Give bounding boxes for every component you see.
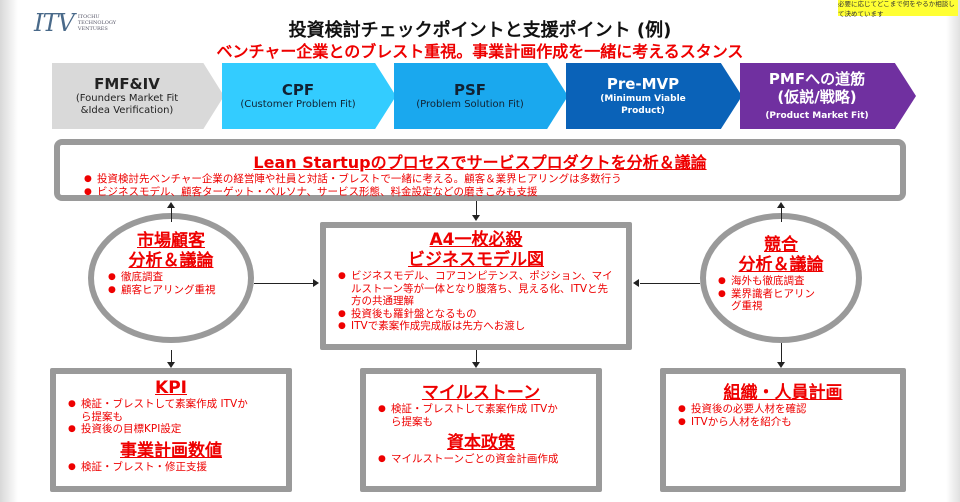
market-title: 分析＆議論: [128, 251, 214, 271]
competition-title: 競合: [764, 235, 798, 255]
logo-subtext: ITOCHU TECHNOLOGY VENTURES: [77, 14, 117, 32]
stage-desc: (Product Market Fit): [765, 111, 869, 121]
logo-mark: ITV: [34, 9, 75, 37]
list-item: 投資検討先ベンチャー企業の経営陣や社員と対話・ブレストで一緒に考える。顧客＆業界…: [84, 173, 876, 186]
slide-edge: [0, 0, 18, 502]
page-subtitle: ベンチャー企業とのブレスト重視。事業計画作成を一緒に考えるスタンス: [216, 42, 744, 61]
stage-desc: (Minimum Viable Product): [600, 94, 686, 116]
connector: [781, 343, 782, 363]
market-list: 徹底調査 顧客ヒアリング重視: [108, 271, 216, 296]
stage-desc: (Problem Solution Fit): [416, 99, 524, 110]
slide-edge: [946, 0, 960, 502]
list-item: 海外も徹底調査: [718, 275, 818, 288]
arrow-up-icon: [167, 202, 175, 208]
stage-pmf: PMFへの道筋 (仮説/戦略) (Product Market Fit): [740, 63, 916, 129]
stage-head: PSF: [453, 81, 487, 99]
connector: [781, 208, 782, 222]
list-item: 検証・ブレストして素案作成 ITVから提案も: [68, 398, 248, 423]
business-plan-list: 検証・ブレスト・修正支援: [68, 461, 274, 474]
stage-head: Pre-MVP: [606, 75, 680, 93]
lean-list: 投資検討先ベンチャー企業の経営陣や社員と対話・ブレストで一緒に考える。顧客＆業界…: [84, 173, 876, 198]
a4-business-model-box: A4一枚必殺 ビジネスモデル図 ビジネスモデル、コアコンピテンス、ポジション、マ…: [320, 222, 632, 350]
stage-cpf: CPF (Customer Problem Fit): [222, 63, 396, 129]
list-item: ビジネスモデル、顧客ターゲット・ペルソナ、サービス形態、料金設定などの磨きこみも…: [84, 186, 876, 199]
a4-title: ビジネスモデル図: [408, 250, 544, 270]
competition-title: 分析＆議論: [738, 255, 824, 275]
capital-policy-title: 資本政策: [447, 433, 515, 453]
competition-list: 海外も徹底調査 業界識者ヒアリング重視: [718, 275, 818, 313]
list-item: 検証・ブレスト・修正支援: [68, 461, 274, 474]
lean-title: Lean Startupのプロセスでサービスプロダクトを分析＆議論: [253, 153, 707, 172]
arrow-down-icon: [777, 362, 785, 368]
connector: [254, 283, 314, 284]
connector: [171, 208, 172, 222]
connector: [476, 350, 477, 363]
list-item: ITVから人材を紹介も: [678, 416, 888, 429]
arrow-down-icon: [472, 215, 480, 221]
org-list: 投資後の必要人材を確認 ITVから人材を紹介も: [678, 403, 888, 428]
itv-logo: ITV ITOCHU TECHNOLOGY VENTURES: [34, 8, 144, 38]
stage-pre-mvp: Pre-MVP (Minimum Viable Product): [566, 63, 742, 129]
market-title: 市場顧客: [137, 231, 205, 251]
a4-title: A4一枚必殺: [429, 230, 523, 250]
stage-fmf: FMF&IV (Founders Market Fit &Idea Verifi…: [52, 63, 224, 129]
list-item: マイルストーンごとの資金計画作成: [378, 453, 568, 466]
milestone-list: 検証・ブレストして素案作成 ITVから提案も: [378, 403, 584, 428]
lean-startup-box: Lean Startupのプロセスでサービスプロダクトを分析＆議論 投資検討先ベ…: [54, 139, 906, 201]
org-box: 組織・人員計画 投資後の必要人材を確認 ITVから人材を紹介も: [660, 368, 906, 492]
milestone-box: マイルストーン 検証・ブレストして素案作成 ITVから提案も 資本政策 マイルス…: [360, 368, 602, 492]
list-item: 投資後の目標KPI設定: [68, 423, 274, 436]
arrow-down-icon: [472, 362, 480, 368]
arrow-up-icon: [777, 202, 785, 208]
stage-desc: (Customer Problem Fit): [240, 99, 356, 110]
kpi-box: KPI 検証・ブレストして素案作成 ITVから提案も 投資後の目標KPI設定 事…: [50, 368, 292, 492]
stage-desc: (Founders Market Fit &Idea Verification): [75, 93, 179, 116]
connector: [476, 201, 477, 215]
stage-psf: PSF (Problem Solution Fit): [394, 63, 568, 129]
capital-policy-list: マイルストーンごとの資金計画作成: [378, 453, 584, 466]
stage-head: PMFへの道筋 (仮説/戦略): [768, 70, 866, 106]
list-item: 投資後の必要人材を確認: [678, 403, 888, 416]
page-title: 投資検討チェックポイントと支援ポイント (例): [288, 20, 672, 41]
competition-circle: 競合 分析＆議論 海外も徹底調査 業界識者ヒアリング重視: [700, 213, 862, 343]
list-item: 業界識者ヒアリング重視: [718, 288, 818, 313]
milestone-title: マイルストーン: [421, 383, 541, 403]
kpi-title: KPI: [155, 378, 187, 398]
list-item: 徹底調査: [108, 271, 216, 284]
connector: [640, 283, 700, 284]
list-item: ビジネスモデル、コアコンピテンス、ポジション、マイルストーン等が一体となり腹落ち…: [338, 270, 614, 308]
stage-head: CPF: [281, 81, 315, 99]
a4-list: ビジネスモデル、コアコンピテンス、ポジション、マイルストーン等が一体となり腹落ち…: [338, 270, 614, 333]
arrow-left-icon: [633, 279, 639, 287]
stage-head: FMF&IV: [94, 75, 160, 93]
note-sticky: 必要に応じてどこまで何をやるか相談して決めています: [838, 0, 958, 18]
list-item: 検証・ブレストして素案作成 ITVから提案も: [378, 403, 558, 428]
list-item: 顧客ヒアリング重視: [108, 284, 216, 297]
market-circle: 市場顧客 分析＆議論 徹底調査 顧客ヒアリング重視: [88, 213, 254, 343]
list-item: 投資後も羅針盤となるもの: [338, 308, 614, 321]
arrow-right-icon: [313, 279, 319, 287]
connector: [171, 350, 172, 363]
kpi-list: 検証・ブレストして素案作成 ITVから提案も 投資後の目標KPI設定: [68, 398, 274, 436]
arrow-down-icon: [167, 362, 175, 368]
business-plan-title: 事業計画数値: [120, 440, 222, 461]
org-title: 組織・人員計画: [723, 383, 843, 403]
list-item: ITVで素案作成完成版は先方へお渡し: [338, 320, 614, 333]
